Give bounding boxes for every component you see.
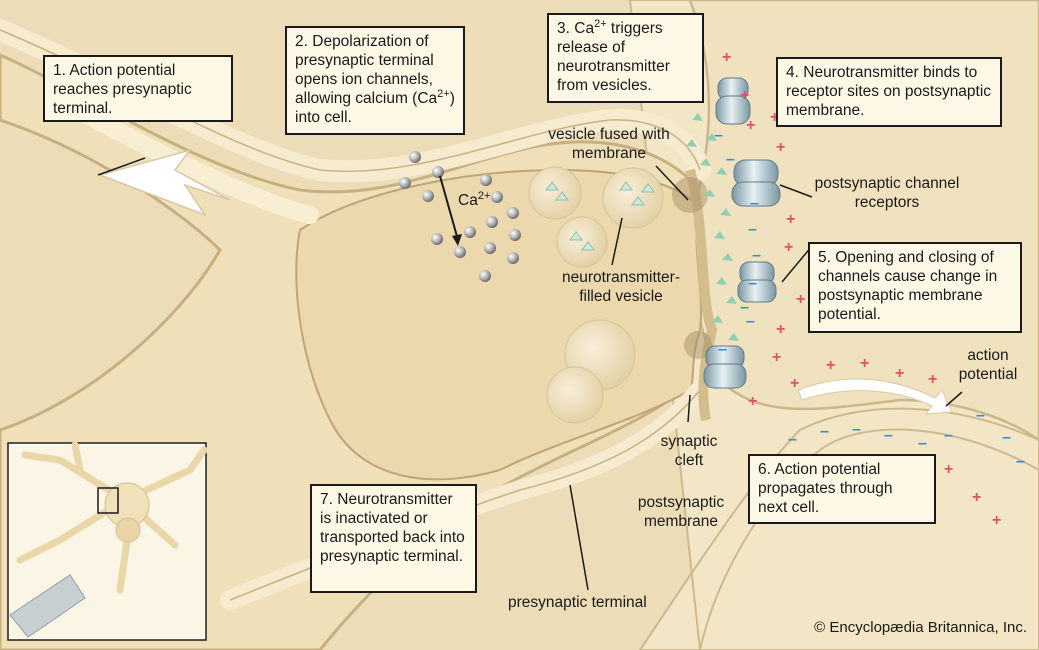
negative-charge: – (726, 151, 735, 168)
negative-charge: – (750, 195, 759, 212)
positive-charge: + (776, 321, 786, 338)
action-potential-arrow-post (797, 378, 953, 415)
receptor-channel (703, 345, 747, 389)
receptor-channels (703, 77, 781, 389)
synaptic-cleft (685, 168, 718, 421)
synaptic-cleft-label: synaptic cleft (654, 432, 724, 470)
negative-charge: – (746, 313, 755, 330)
negative-charge: – (748, 275, 757, 292)
positive-charge: + (944, 461, 954, 478)
nt-vesicle-label: neurotransmitter-filled vesicle (552, 268, 690, 306)
step-number: 4. (786, 64, 799, 81)
negative-charge: – (714, 127, 723, 144)
presynaptic-terminal-text: presynaptic terminal (508, 594, 647, 611)
positive-charge: + (748, 393, 758, 410)
postsynaptic-membrane-text: postsynaptic membrane (637, 494, 725, 530)
action-potential-label: action potential (948, 346, 1028, 384)
presynaptic-terminal-label: presynaptic terminal (508, 593, 647, 612)
step-4-box: 4. Neurotransmitter binds to receptor si… (776, 57, 1002, 127)
positive-charge: + (992, 512, 1002, 529)
vesicle (556, 216, 608, 268)
postsynaptic-receptors-label: postsynaptic channel receptors (812, 174, 962, 212)
step-6-box: 6. Action potential propagates through n… (748, 454, 936, 524)
calcium-ions (399, 151, 521, 282)
calcium-label-text: Ca2+ (458, 189, 491, 209)
positive-charge: + (722, 49, 732, 66)
positive-charge: + (772, 349, 782, 366)
negative-charge: – (718, 341, 727, 358)
neuron-inset (7, 441, 208, 641)
vesicle-fused (672, 177, 708, 213)
negative-charge: – (788, 431, 797, 448)
step-5-box: 5. Opening and closing of channels cause… (808, 242, 1022, 333)
step-1-box: 1. Action potential reaches presynaptic … (43, 55, 233, 122)
vesicle-fused (684, 331, 712, 359)
positive-charge: + (784, 239, 794, 256)
action-potential-text: action potential (958, 347, 1018, 383)
positive-charge: + (928, 371, 938, 388)
negative-charge: – (748, 221, 757, 238)
positive-charge: + (826, 357, 836, 374)
superscript-charge: 2+ (477, 189, 491, 202)
negative-charge: – (752, 247, 761, 264)
vesicle (546, 366, 604, 424)
negative-charge: – (820, 423, 829, 440)
step-text: Depolarization of presynaptic terminal o… (295, 33, 455, 126)
positive-charge: + (770, 109, 780, 126)
step-text: Neurotransmitter is inactivated or trans… (320, 491, 465, 565)
copyright-notice: © Encyclopædia Britannica, Inc. (814, 619, 1027, 636)
receptor-channel (737, 261, 777, 303)
negative-charge: – (1016, 453, 1025, 470)
positive-charge: + (796, 291, 806, 308)
action-potential-arrow-pre (97, 148, 231, 217)
superscript-charge: 2+ (594, 17, 607, 30)
step-text: Ca2+ triggers release of neurotransmitte… (557, 17, 670, 94)
positive-charge: + (895, 365, 905, 382)
vesicle-fused-label: vesicle fused with membrane (548, 125, 670, 163)
step-text: Action potential reaches presynaptic ter… (53, 62, 192, 117)
negative-charge: – (740, 299, 749, 316)
positive-charge: + (786, 211, 796, 228)
positive-charge: + (740, 87, 750, 104)
negative-charge: – (852, 421, 861, 438)
step-7-box: 7. Neurotransmitter is inactivated or tr… (310, 484, 477, 593)
step-text: Action potential propagates through next… (758, 461, 893, 516)
step-number: 3. (557, 20, 570, 37)
negative-charge: – (884, 427, 893, 444)
calcium-label: Ca2+ (458, 189, 491, 210)
step-3-box: 3. Ca2+ triggers release of neurotransmi… (547, 13, 704, 103)
positive-charge: + (972, 489, 982, 506)
synaptic-cleft-text: synaptic cleft (660, 433, 718, 469)
receptor-channel (731, 159, 781, 207)
negative-charge: – (1002, 429, 1011, 446)
receptor-channel (715, 77, 751, 125)
vesicle (602, 167, 664, 229)
step-2-box: 2. Depolarization of presynaptic termina… (285, 26, 465, 135)
positive-charge: + (860, 355, 870, 372)
postsynaptic-membrane-label: postsynaptic membrane (628, 493, 734, 531)
step-text: Opening and closing of channels cause ch… (818, 249, 998, 323)
vesicle-fused-text: vesicle fused with membrane (548, 126, 670, 162)
superscript-charge: 2+ (437, 87, 450, 100)
nt-vesicle-text: neurotransmitter-filled vesicle (561, 269, 680, 305)
postsynaptic-receptors-text: postsynaptic channel receptors (814, 175, 960, 211)
step-number: 5. (818, 249, 831, 266)
negative-charge: – (976, 407, 985, 424)
vesicle (528, 166, 582, 220)
calcium-entry-arrow (439, 175, 459, 241)
negative-charge: – (944, 427, 953, 444)
step-number: 2. (295, 33, 308, 50)
step-number: 6. (758, 461, 771, 478)
positive-charge: + (776, 139, 786, 156)
negative-charge: – (918, 435, 927, 452)
positive-charge: + (746, 117, 756, 134)
neurotransmitter-in-vesicles (545, 181, 655, 251)
step-number: 1. (53, 62, 66, 79)
step-text: Neurotransmitter binds to receptor sites… (786, 64, 992, 119)
positive-charge: + (790, 375, 800, 392)
leader-lines (97, 157, 963, 591)
vesicles (528, 166, 712, 424)
step-number: 7. (320, 491, 333, 508)
